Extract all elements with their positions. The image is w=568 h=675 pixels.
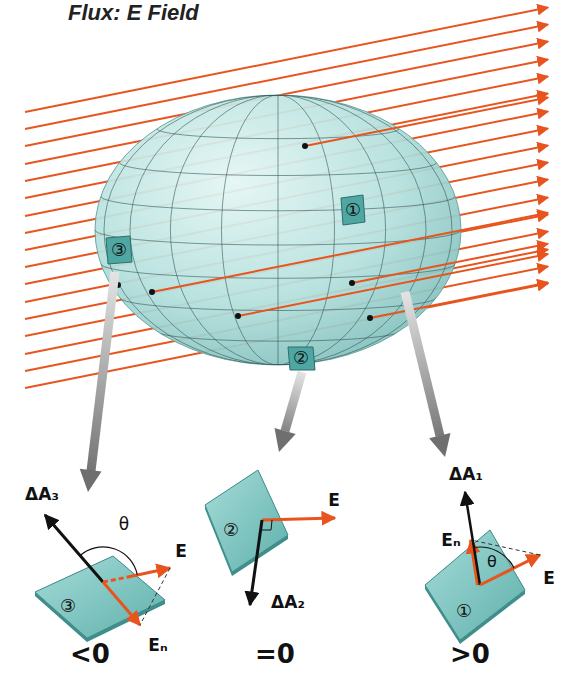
inset-1 bbox=[425, 492, 540, 644]
callout-number: ③ bbox=[60, 596, 76, 616]
vector-label: E bbox=[328, 491, 340, 510]
angle-label: θ bbox=[119, 515, 129, 534]
vector-label: Eₙ bbox=[148, 636, 167, 655]
grid-line bbox=[120, 163, 437, 176]
closed-surface bbox=[95, 95, 461, 370]
vector-label: E bbox=[175, 542, 187, 561]
grid-line bbox=[278, 95, 279, 365]
callout-number: ③ bbox=[111, 240, 127, 260]
grid-line bbox=[95, 230, 461, 245]
zoom-arrow bbox=[91, 272, 115, 471]
normal-component bbox=[103, 582, 140, 625]
zoom-arrow bbox=[405, 292, 440, 436]
surface-grid bbox=[95, 95, 461, 365]
inset-2 bbox=[205, 470, 335, 605]
grid-line bbox=[278, 95, 335, 365]
angle-label: θ bbox=[487, 553, 497, 571]
field-line bbox=[152, 213, 548, 292]
surface-patch bbox=[288, 347, 315, 370]
zoom-arrow-head bbox=[429, 433, 450, 457]
vector-label: Eₙ bbox=[441, 531, 460, 550]
field-line bbox=[238, 254, 548, 316]
zoom-arrows bbox=[80, 272, 451, 492]
grid-line bbox=[157, 331, 399, 341]
vector-label: E bbox=[543, 569, 555, 588]
front-field-lines bbox=[152, 97, 548, 318]
callout-number: ① bbox=[456, 601, 472, 621]
dot bbox=[302, 143, 308, 149]
inset-3 bbox=[35, 515, 170, 642]
field-vector bbox=[262, 518, 335, 520]
callout-number: ② bbox=[223, 520, 239, 540]
surface-patch bbox=[106, 236, 132, 264]
grid-line bbox=[278, 95, 426, 365]
area-plate bbox=[35, 556, 165, 638]
dot bbox=[367, 315, 373, 321]
vector-label: ΔA₂ bbox=[271, 593, 305, 612]
entry-dots bbox=[115, 143, 373, 321]
grid-line bbox=[101, 196, 455, 211]
zoom-arrow-head bbox=[80, 469, 102, 492]
angle-arc bbox=[80, 547, 137, 575]
grid-line bbox=[130, 95, 278, 365]
right-angle-mark bbox=[261, 520, 272, 530]
zoom-arrow bbox=[285, 372, 302, 431]
surface-body bbox=[95, 95, 461, 365]
field-vector bbox=[128, 568, 170, 577]
field-line bbox=[305, 97, 548, 146]
area-vector bbox=[250, 520, 262, 605]
zoom-arrow-head bbox=[275, 428, 296, 452]
flux-sign: <0 bbox=[70, 640, 110, 669]
dot bbox=[349, 280, 355, 286]
flux-sign: >0 bbox=[450, 640, 490, 669]
vector-label: ΔA₃ bbox=[25, 485, 59, 504]
dot bbox=[149, 289, 155, 295]
area-vector bbox=[465, 492, 480, 585]
page-title: Flux: E Field bbox=[68, 1, 199, 25]
flux-sign: =0 bbox=[255, 640, 295, 669]
vector-label: ΔA₁ bbox=[449, 465, 483, 484]
field-vector-hidden bbox=[103, 577, 128, 582]
callout-number: ② bbox=[293, 348, 309, 368]
field-line bbox=[370, 282, 548, 318]
surface-patch bbox=[341, 195, 365, 225]
field-line bbox=[352, 244, 548, 283]
dot bbox=[235, 313, 241, 319]
projection-line bbox=[140, 568, 170, 625]
grid-line bbox=[222, 95, 279, 365]
callout-number: ① bbox=[345, 200, 361, 220]
